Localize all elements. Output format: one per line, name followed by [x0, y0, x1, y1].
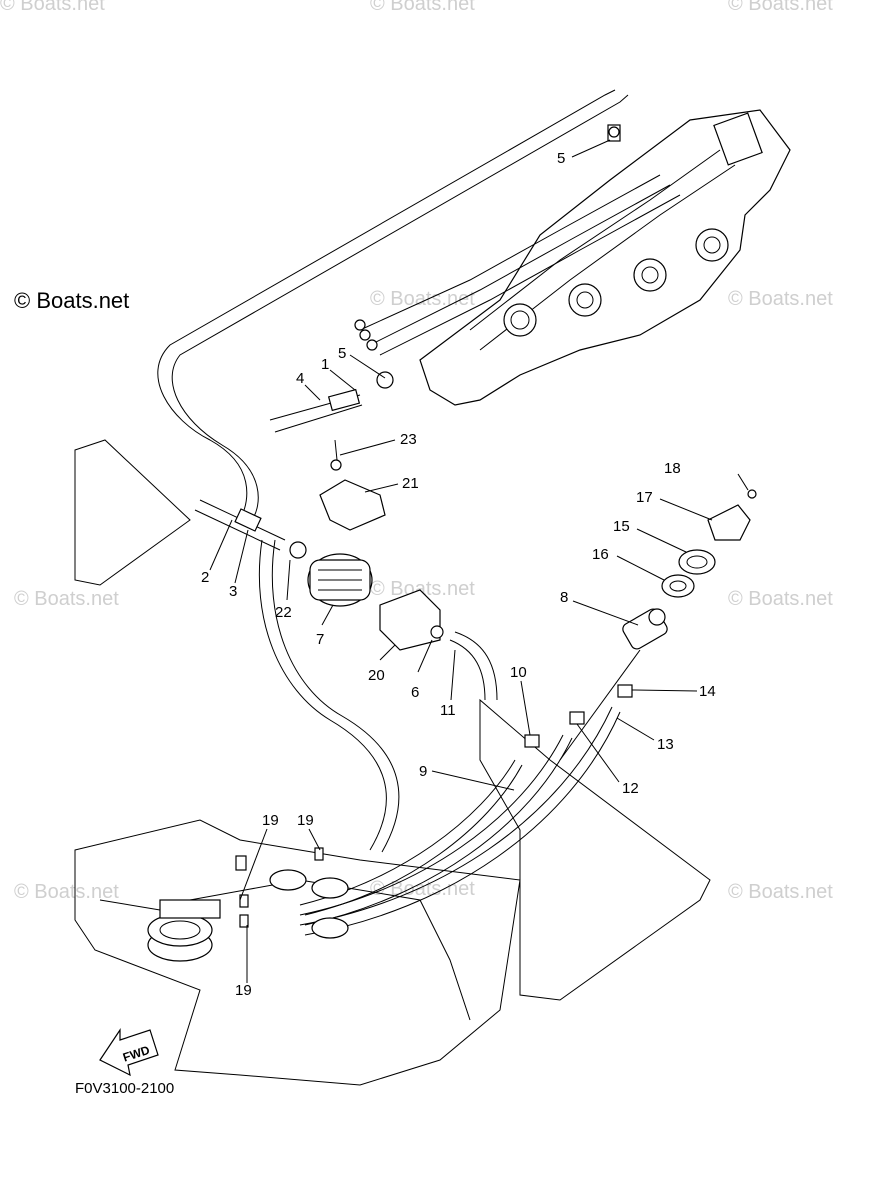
- hose-4: [269, 371, 394, 433]
- leader-lines: [209, 139, 749, 983]
- fwd-arrow: FWD: [99, 1028, 159, 1077]
- watermark-text: © Boats.net: [0, 0, 105, 15]
- callouts: 1 2 3 4 5 5 6 7 8 9 10 11 12 13 14 15 16…: [201, 150, 716, 999]
- callout-3: 3: [229, 583, 237, 600]
- fuel-filler-assembly: [622, 489, 757, 650]
- watermark-text: © Boats.net: [370, 0, 475, 15]
- watermark-text: © Boats.net: [14, 588, 119, 610]
- holder-20: [379, 589, 441, 651]
- watermark-text: © Boats.net: [14, 881, 119, 903]
- callout-19: 19: [297, 812, 314, 829]
- watermark-text: © Boats.net: [370, 578, 475, 600]
- callout-21: 21: [402, 475, 419, 492]
- vent-hose: [157, 89, 629, 521]
- watermark-text: © Boats.net: [370, 288, 475, 310]
- hose-11: [449, 639, 486, 701]
- callout-10: 10: [510, 664, 527, 681]
- watermark-text: © Boats.net: [728, 881, 833, 903]
- callout-15: 15: [613, 518, 630, 535]
- callout-4: 4: [296, 370, 304, 387]
- watermark-text: © Boats.net: [728, 0, 833, 15]
- engine-block: [354, 109, 791, 406]
- bracket-21: [319, 479, 386, 531]
- callout-8: 8: [560, 589, 568, 606]
- callout-5: 5: [557, 150, 565, 167]
- callout-5: 5: [338, 345, 346, 362]
- callout-23: 23: [400, 431, 417, 448]
- callout-19: 19: [262, 812, 279, 829]
- callout-20: 20: [368, 667, 385, 684]
- fuel-line-2-3: [194, 499, 286, 551]
- callout-2: 2: [201, 569, 209, 586]
- callout-13: 13: [657, 736, 674, 753]
- return-hose-edge: [271, 539, 400, 853]
- callout-17: 17: [636, 489, 653, 506]
- callout-11: 11: [440, 702, 456, 719]
- callout-7: 7: [316, 631, 324, 648]
- callout-18: 18: [664, 460, 681, 477]
- watermark-main: © Boats.net: [14, 288, 129, 313]
- callout-6: 6: [411, 684, 419, 701]
- callout-1: 1: [321, 356, 329, 373]
- right-triangle-outline: [479, 698, 711, 1001]
- return-hose: [258, 539, 387, 851]
- watermark-text: © Boats.net: [728, 288, 833, 310]
- diagram-code: F0V3100-2100: [75, 1080, 174, 1097]
- callout-14: 14: [699, 683, 716, 700]
- left-triangle-outline: [74, 439, 191, 586]
- hose-11-edge: [454, 631, 498, 701]
- fuel-filter: [289, 541, 373, 607]
- callout-19: 19: [235, 982, 252, 999]
- callout-9: 9: [419, 763, 427, 780]
- fuel-tank: [74, 819, 521, 1086]
- watermark-group: © Boats.net © Boats.net © Boats.net © Bo…: [0, 0, 833, 903]
- callout-16: 16: [592, 546, 609, 563]
- callout-22: 22: [275, 604, 292, 621]
- watermark-text: © Boats.net: [728, 588, 833, 610]
- callout-12: 12: [622, 780, 639, 797]
